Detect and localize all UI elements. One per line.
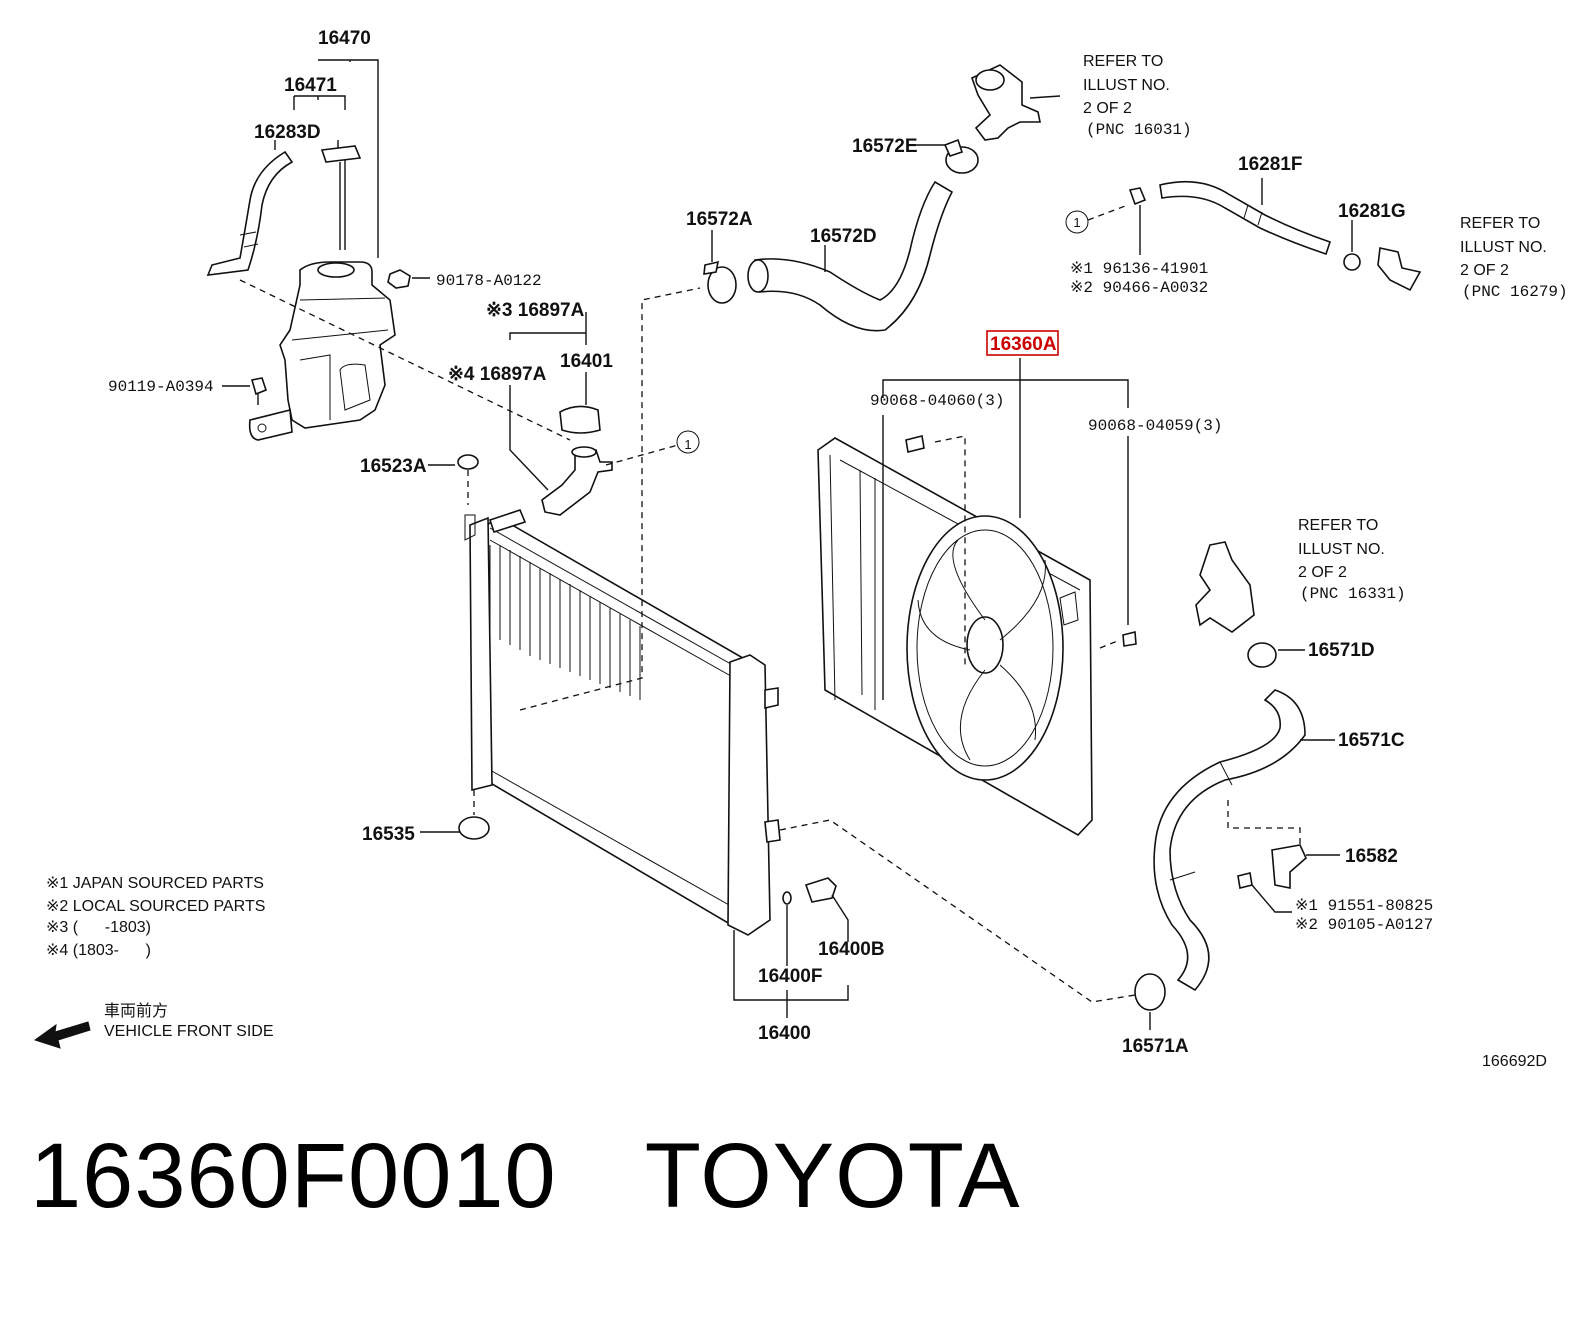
legend-line2: ※2 LOCAL SOURCED PARTS <box>46 898 265 915</box>
refer-top-line3: 2 OF 2 <box>1083 100 1132 117</box>
clamp-16571D <box>1247 642 1277 668</box>
upper-hose <box>747 180 954 332</box>
fan-bolt-upper <box>905 435 925 453</box>
reservoir-cap <box>320 145 362 250</box>
refer-note-top: REFER TO ILLUST NO. 2 OF 2 (PNC 16031) <box>1083 53 1192 139</box>
label-16897A-3: ※3 16897A <box>486 300 585 321</box>
bolt-91551 <box>1237 872 1253 889</box>
refer-top-line1: REFER TO <box>1083 53 1163 70</box>
clamp-16281G <box>1343 253 1361 271</box>
reservoir-tank <box>248 261 396 441</box>
label-90119-A0394: 90119-A0394 <box>108 378 214 396</box>
label-90178-A0122: 90178-A0122 <box>436 272 542 290</box>
legend-line4: ※4 (1803- ) <box>46 942 151 959</box>
refer-note-right-top: REFER TO ILLUST NO. 2 OF 2 (PNC 16279) <box>1460 215 1568 301</box>
label-16572A: 16572A <box>686 209 753 230</box>
front-label-en: VEHICLE FRONT SIDE <box>104 1023 274 1040</box>
clamp-16572A <box>703 260 737 304</box>
legend: ※1 JAPAN SOURCED PARTS ※2 LOCAL SOURCED … <box>46 875 265 959</box>
bypass-fitting <box>1377 247 1422 292</box>
label-16283D: 16283D <box>254 122 321 143</box>
refer-rm-line4: (PNC 16331) <box>1300 585 1406 603</box>
label-16470: 16470 <box>318 28 371 49</box>
label-16571D: 16571D <box>1308 640 1375 661</box>
legend-line1: ※1 JAPAN SOURCED PARTS <box>46 875 264 892</box>
filler-neck <box>541 446 613 516</box>
label-90068-04059: 90068-04059(3) <box>1088 417 1222 435</box>
lower-hose <box>1153 689 1306 992</box>
label-16400B: 16400B <box>818 939 885 960</box>
circle-ref-1-b: 1 <box>1073 215 1080 230</box>
refer-rm-line1: REFER TO <box>1298 517 1378 534</box>
caption-brand: TOYOTA <box>644 1125 1021 1227</box>
bolt-90178 <box>387 269 411 289</box>
radiator <box>457 454 781 936</box>
refer-rt-line4: (PNC 16279) <box>1462 283 1568 301</box>
front-arrow-icon <box>33 1021 91 1049</box>
label-91551-80825: ※1 91551-80825 <box>1295 897 1433 915</box>
circle-ref-1: 1 <box>684 437 691 452</box>
label-16572E: 16572E <box>852 136 918 157</box>
refer-top-line2: ILLUST NO. <box>1083 77 1170 94</box>
label-16572D: 16572D <box>810 226 877 247</box>
water-inlet <box>1195 541 1255 633</box>
caption-part-number: 16360F0010 <box>30 1125 557 1227</box>
front-label-jp: 車両前方 <box>104 1002 168 1020</box>
label-90105-A0127: ※2 90105-A0127 <box>1295 916 1433 934</box>
label-90466-A0032: ※2 90466-A0032 <box>1070 279 1208 297</box>
label-16535: 16535 <box>362 824 415 845</box>
label-16523A: 16523A <box>360 456 427 477</box>
water-outlet <box>971 64 1041 141</box>
bypass-hose <box>1159 180 1332 256</box>
label-16471: 16471 <box>284 75 337 96</box>
label-16360A: 16360A <box>990 334 1057 355</box>
label-16897A-4: ※4 16897A <box>448 364 547 385</box>
label-90068-04060: 90068-04060(3) <box>870 392 1004 410</box>
refer-rm-line3: 2 OF 2 <box>1298 564 1347 581</box>
bolt-90119 <box>250 377 267 405</box>
label-16400: 16400 <box>758 1023 811 1044</box>
label-16281F: 16281F <box>1238 154 1302 175</box>
illustration-number: 166692D <box>1482 1053 1547 1070</box>
drain-cock <box>782 877 837 905</box>
label-16582: 16582 <box>1345 846 1398 867</box>
reservoir-hose <box>206 150 294 276</box>
highlight-box <box>986 330 1059 356</box>
label-16400F: 16400F <box>758 966 822 987</box>
label-96136-41901: ※1 96136-41901 <box>1070 260 1208 278</box>
radiator-cap <box>559 405 601 434</box>
refer-rt-line3: 2 OF 2 <box>1460 262 1509 279</box>
bracket-16582 <box>1271 844 1307 889</box>
refer-rt-line1: REFER TO <box>1460 215 1540 232</box>
fan-shroud <box>817 437 1093 837</box>
label-16401: 16401 <box>560 351 613 372</box>
refer-top-line4: (PNC 16031) <box>1086 121 1192 139</box>
fan-bolt-lower <box>1122 630 1137 647</box>
refer-note-right-mid: REFER TO ILLUST NO. 2 OF 2 (PNC 16331) <box>1298 517 1406 603</box>
refer-rt-line2: ILLUST NO. <box>1460 239 1547 256</box>
label-16571A: 16571A <box>1122 1036 1189 1057</box>
clamp-16572E <box>943 138 979 174</box>
refer-rm-line2: ILLUST NO. <box>1298 541 1385 558</box>
label-16281G: 16281G <box>1338 201 1406 222</box>
label-16571C: 16571C <box>1338 730 1405 751</box>
legend-line3: ※3 ( -1803) <box>46 919 151 936</box>
clamp-16571A <box>1134 973 1166 1011</box>
